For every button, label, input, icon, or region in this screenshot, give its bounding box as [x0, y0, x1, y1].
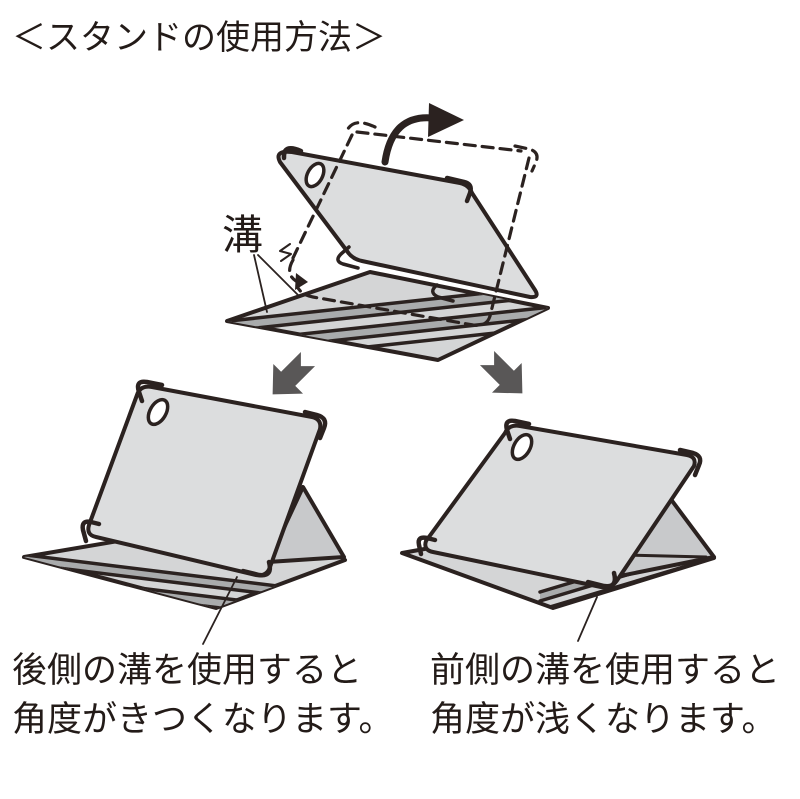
camera-hole: [304, 161, 326, 189]
figure-stand-shallow: [400, 418, 716, 642]
caption-leader-line: [577, 596, 598, 642]
groove-band: [227, 285, 548, 332]
down-left-arrow-icon: [272, 351, 316, 395]
flip-direction-arrow-icon: [381, 103, 464, 166]
down-right-arrow-icon: [479, 350, 523, 394]
caption-line: 角度がきつくなります。: [12, 700, 394, 739]
page-title: ＜スタンドの使用方法＞: [12, 19, 386, 57]
break-mark: [279, 243, 292, 262]
caption-leader-line: [202, 576, 238, 645]
corner-tabs: [80, 379, 328, 578]
cover-flipped-outline: [288, 121, 539, 327]
groove-leader-lines: [253, 254, 301, 313]
fold-arrowhead: [295, 273, 308, 290]
caption-line: 後側の溝を使用すると: [12, 651, 363, 690]
camera-hole: [510, 432, 534, 462]
caption-line: 角度が浅くなります。: [430, 700, 777, 739]
corner-tabs: [281, 145, 473, 303]
figure-case-open: 溝: [222, 103, 550, 362]
figure-stand-steep: [22, 379, 347, 645]
corner-tabs: [416, 418, 703, 589]
groove-label: 溝: [222, 212, 263, 258]
caption-front-groove: 前側の溝を使用すると 角度が浅くなります。: [430, 646, 780, 744]
caption-line: 前側の溝を使用すると: [430, 651, 781, 690]
camera-hole: [146, 397, 170, 427]
kickstand-fold-line: [622, 553, 708, 559]
caption-rear-groove: 後側の溝を使用すると 角度がきつくなります。: [12, 646, 394, 744]
